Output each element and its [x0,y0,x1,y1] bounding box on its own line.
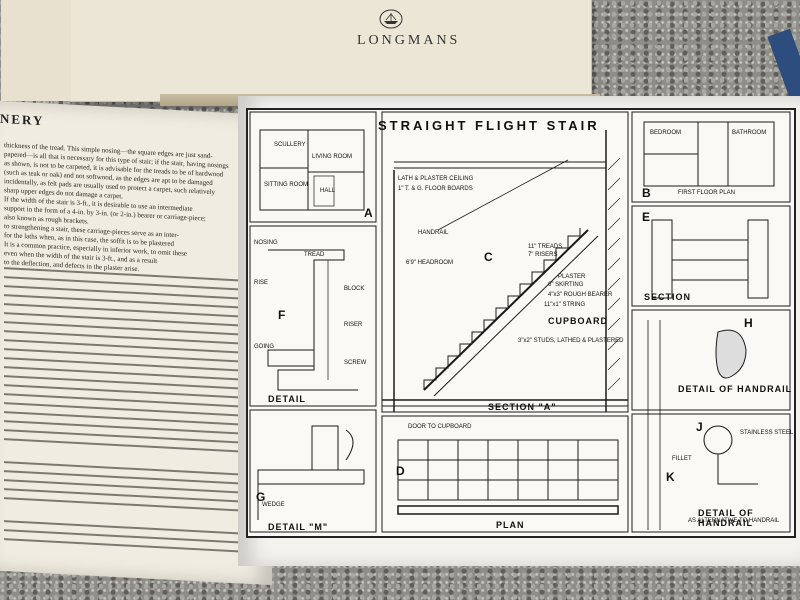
note-treads: 11" TREADS [528,244,563,250]
figure-label-e: E [642,210,652,224]
note-screw: SCREW [344,360,367,366]
note-plaster: PLASTER [558,274,586,280]
left-page-text: thickness of the tread. This simple nosi… [4,141,256,560]
figure-label-j: J [696,420,704,434]
cupboard-label: CUPBOARD [548,316,609,326]
figure-label-f: F [278,308,287,322]
room-bedroom: BEDROOM [650,130,682,136]
room-living: LIVING ROOM [312,154,353,160]
plate-title: STRAIGHT FLIGHT STAIR [378,118,600,133]
detail-heading: DETAIL [268,394,306,404]
room-bathroom: BATHROOM [732,130,767,136]
room-scullery: SCULLERY [274,142,306,148]
note-fillet: FILLET [672,456,692,462]
note-riser: RISER [344,322,363,328]
left-page-heading: NERY [0,110,45,129]
left-page: NERY thickness of the tread. This simple… [0,100,272,586]
note-tread: TREAD [304,252,325,258]
note-skirting: 6" SKIRTING [548,282,584,288]
drawing-plate: STRAIGHT FLIGHT STAIR A B C D E F G H J … [246,108,796,538]
note-alt-handrail: AS ALTERNATIVE TO HANDRAIL [688,518,780,524]
plan-heading: PLAN [496,520,525,530]
note-handrail: HANDRAIL [418,230,449,236]
note-laths: LATH & PLASTER CEILING [398,176,474,182]
section-heading: SECTION [644,292,692,302]
note-door: DOOR TO CUPBOARD [408,424,472,430]
note-going: GOING [254,344,275,350]
detail-m-heading: DETAIL "M" [268,522,329,532]
note-string: 11"x1" STRING [544,302,586,308]
note-rough-bearer: 4"x3" ROUGH BEARER [548,292,613,298]
note-risers: 7" RISERS [528,252,558,258]
detail-rail-heading: DETAIL OF HANDRAIL [698,508,754,528]
publisher-name: LONGMANS [357,33,461,48]
ship-crest-icon [379,9,403,29]
room-hall: HALL [320,188,336,194]
figure-label-g: G [256,490,267,504]
figure-label-h: H [744,316,754,330]
first-floor-plan-heading: FIRST FLOOR PLAN [678,190,735,196]
room-sitting: SITTING ROOM [264,182,308,188]
stair-drawing [249,111,791,533]
section-a-heading: SECTION "A" [488,402,557,412]
note-stainless: STAINLESS STEEL [740,430,794,436]
figure-label-k: K [666,470,676,484]
background-book: LONGMANS [1,0,592,102]
figure-label-b: B [642,186,652,200]
book-ribbon [1,0,71,101]
note-wedge: WEDGE [262,502,285,508]
figure-label-c: C [484,250,494,264]
figure-label-a: A [364,206,374,220]
note-floor: 1" T. & G. FLOOR BOARDS [398,186,473,192]
note-stud: 3"x2" STUDS, LATHED & PLASTERED [518,338,624,344]
note-block: BLOCK [344,286,365,292]
note-headroom: 6'9" HEADROOM [406,260,453,266]
figure-label-d: D [396,464,406,478]
note-rise: RISE [254,280,269,286]
detail-handrail-heading: DETAIL OF HANDRAIL [678,384,793,394]
note-nosing: NOSING [254,240,278,246]
